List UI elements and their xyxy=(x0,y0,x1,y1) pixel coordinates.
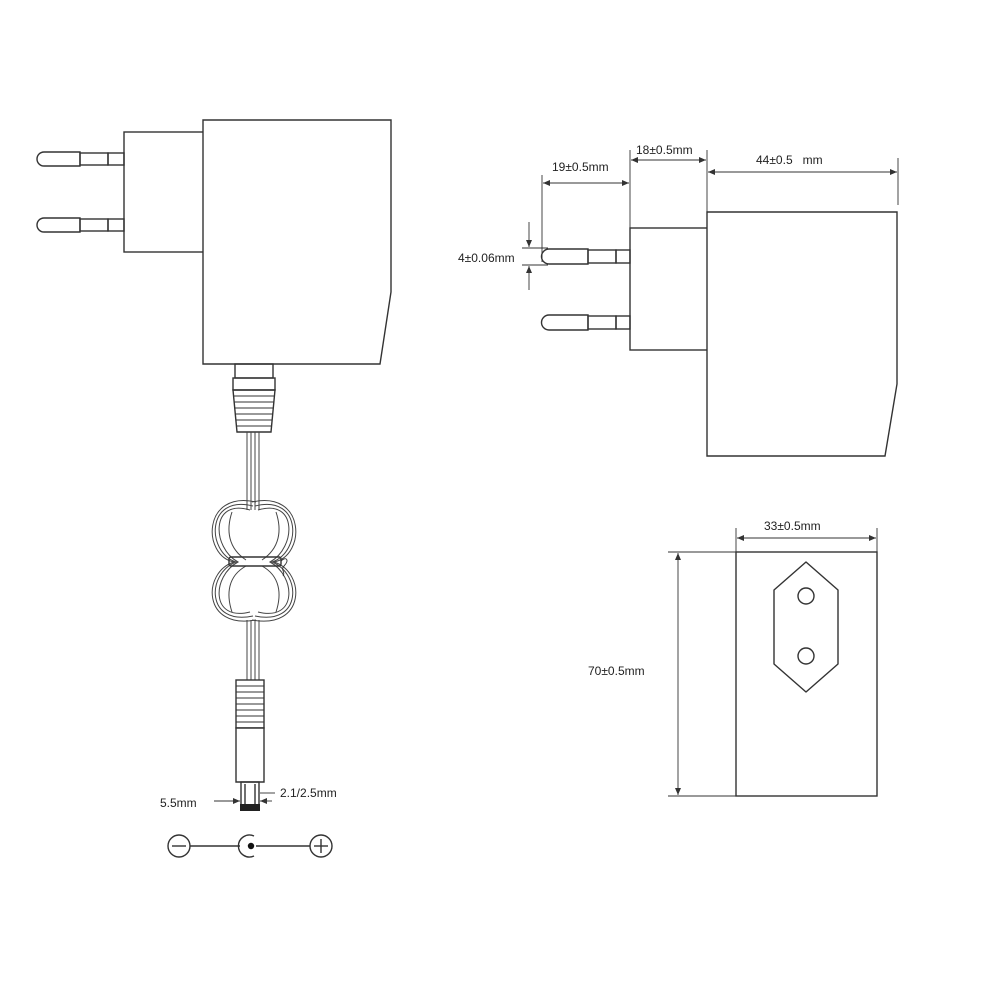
pin-diameter-label: 4±0.06mm xyxy=(458,251,515,265)
height-label: 70±0.5mm xyxy=(588,664,645,678)
side-plug-base xyxy=(629,227,709,351)
side-pin-top xyxy=(540,248,631,265)
center-pin-icon xyxy=(237,834,255,858)
socket-hole-top-icon xyxy=(797,587,815,605)
cable-collar xyxy=(234,363,274,379)
socket-hole-bottom-icon xyxy=(797,647,815,665)
polarity-positive-text: + xyxy=(0,0,1,1)
dc-plug-body xyxy=(235,727,265,783)
strain-relief xyxy=(232,389,276,433)
plug-base xyxy=(123,131,205,253)
adapter-side-dimensioned xyxy=(540,211,898,457)
cable-upper xyxy=(246,432,260,510)
socket-outline xyxy=(773,561,839,693)
side-dimension-lines xyxy=(522,150,899,290)
plug-pin-top xyxy=(36,151,125,167)
width-label: 33±0.5mm xyxy=(764,519,821,533)
front-body xyxy=(735,551,878,797)
plug-pin-bottom xyxy=(36,217,125,233)
cable-coil xyxy=(211,500,297,622)
pin-length-label: 19±0.5mm xyxy=(552,160,609,174)
side-pin-bottom xyxy=(540,314,631,331)
body-depth-label: 44±0.5 mm xyxy=(756,153,823,167)
adapter-body xyxy=(202,119,392,365)
cable-lower xyxy=(246,620,260,680)
dc-dimension-lines xyxy=(214,792,275,804)
adapter-side-view xyxy=(36,119,392,811)
adapter-front-view xyxy=(735,551,878,797)
side-adapter-body xyxy=(706,211,898,457)
polarity-symbol xyxy=(167,834,333,858)
front-dimension-lines xyxy=(668,528,878,797)
negative-terminal-icon xyxy=(167,834,191,858)
dc-inner-label: 2.1/2.5mm xyxy=(280,786,337,800)
plug-depth-label: 18±0.5mm xyxy=(636,143,693,157)
polarity-negative-text: − xyxy=(0,0,1,1)
dc-plug-relief xyxy=(235,679,265,729)
dc-outer-label: 5.5mm xyxy=(160,796,197,810)
positive-terminal-icon xyxy=(309,834,333,858)
